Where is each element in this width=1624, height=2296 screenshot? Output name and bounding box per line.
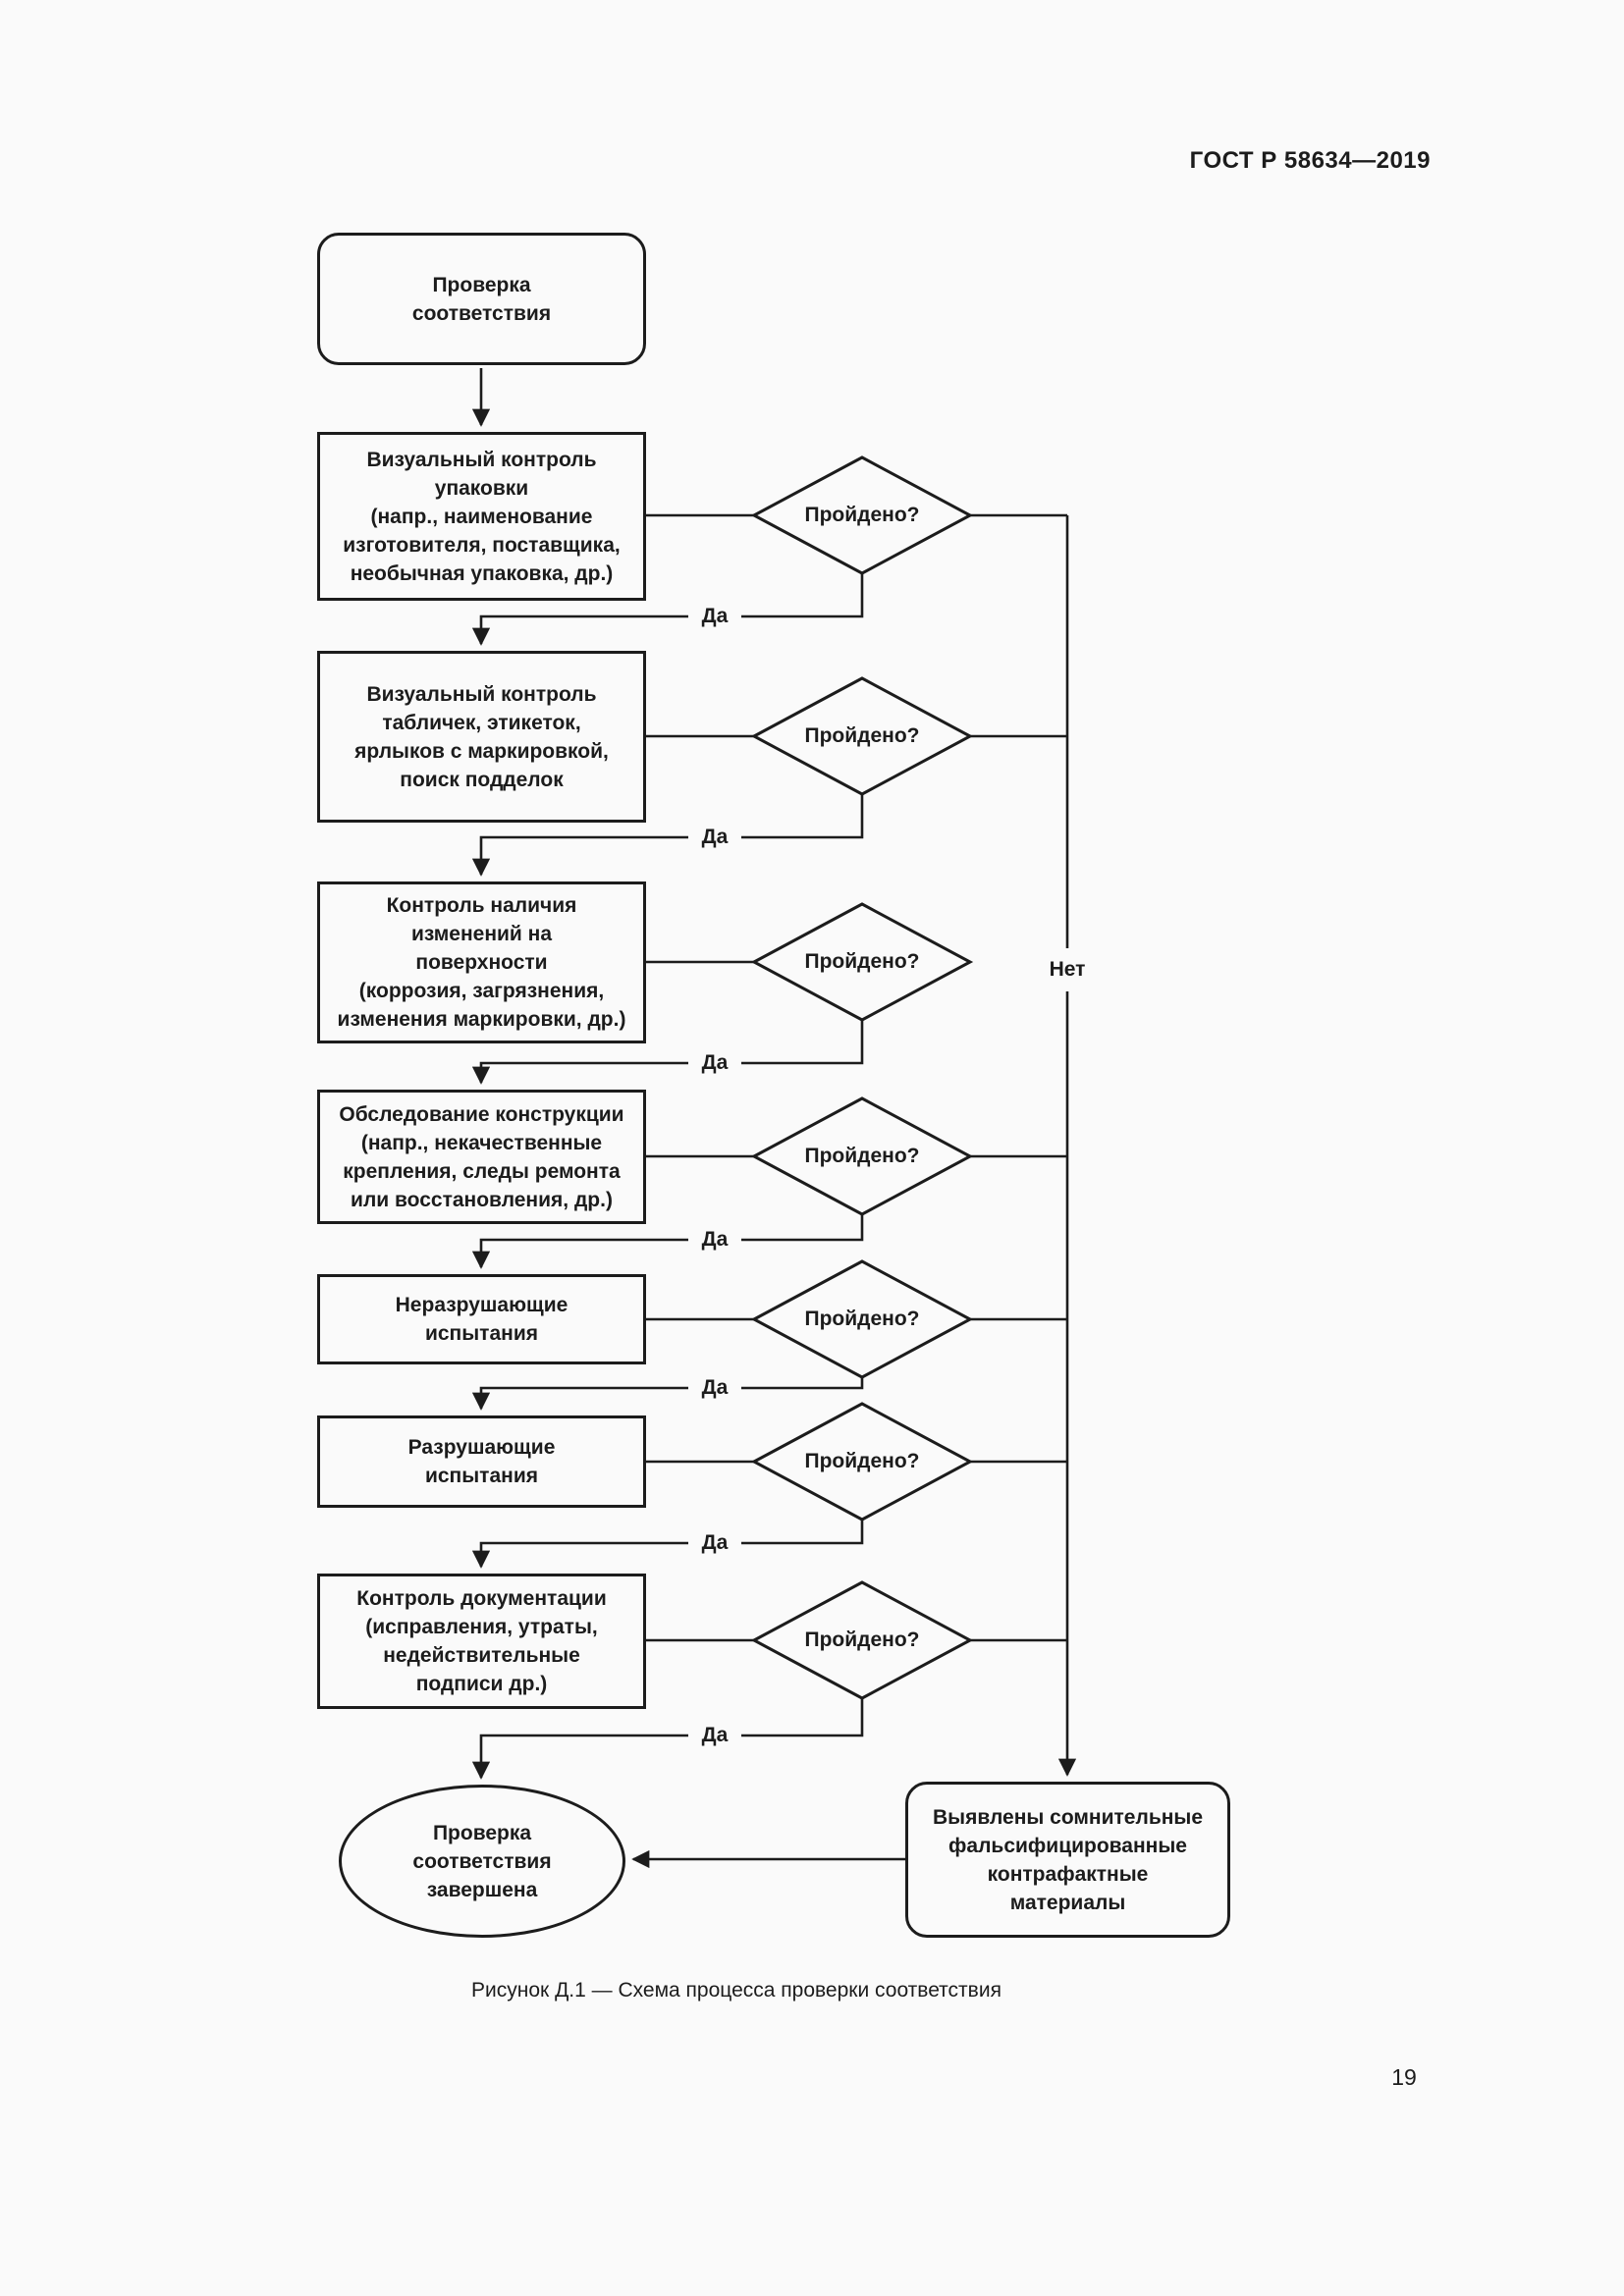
step-box-3: Контроль наличия изменений на поверхност… <box>317 881 646 1043</box>
page-number: 19 <box>1391 2064 1417 2090</box>
step-box-5: Неразрушающие испытания <box>317 1274 646 1364</box>
step-box-6: Разрушающие испытания <box>317 1415 646 1508</box>
decision-diamond-3 <box>750 902 974 1022</box>
yes-label-6: Да <box>688 1528 741 1558</box>
decision3-yes-line <box>471 1020 864 1085</box>
decision-label-7: Пройдено? <box>804 1629 920 1651</box>
yes-label-2: Да <box>688 823 741 852</box>
decision-label-2: Пройдено? <box>804 724 920 747</box>
yes-label-1: Да <box>688 602 741 631</box>
decision5-yes-line <box>471 1377 864 1411</box>
decision-label-5: Пройдено? <box>804 1308 920 1330</box>
decision-label-4: Пройдено? <box>804 1145 920 1167</box>
decision-diamond-4 <box>750 1096 974 1216</box>
decision4-yes-line <box>471 1214 864 1269</box>
decision-label-6: Пройдено? <box>804 1450 920 1472</box>
yes-label-4: Да <box>688 1225 741 1255</box>
decision1-yes-line <box>471 573 864 646</box>
decision-diamond-1 <box>750 455 974 575</box>
figure-caption: Рисунок Д.1 — Схема процесса проверки со… <box>471 1979 1001 2002</box>
start-node: Проверка соответствия <box>317 233 646 365</box>
fail-node: Выявлены сомнительные фальсифицированные… <box>905 1782 1230 1938</box>
step-box-7: Контроль документации (исправления, утра… <box>317 1574 646 1709</box>
end-node: Проверка соответствия завершена <box>339 1785 625 1938</box>
decision-label-3: Пройдено? <box>804 950 920 973</box>
decision7-yes-line <box>471 1698 864 1780</box>
decision2-yes-line <box>471 794 864 877</box>
decision-diamond-2 <box>750 676 974 796</box>
doc-header: ГОСТ Р 58634—2019 <box>1189 147 1431 174</box>
decision-diamond-7 <box>750 1580 974 1700</box>
yes-label-7: Да <box>688 1721 741 1750</box>
decision-label-1: Пройдено? <box>804 504 920 526</box>
step-box-4: Обследование конструкции (напр., некачес… <box>317 1090 646 1224</box>
no-label: Нет <box>1037 948 1098 991</box>
decision-diamond-6 <box>750 1402 974 1522</box>
step-box-2: Визуальный контроль табличек, этикеток, … <box>317 651 646 823</box>
yes-label-3: Да <box>688 1048 741 1078</box>
step-box-1: Визуальный контроль упаковки (напр., наи… <box>317 432 646 601</box>
decision6-yes-line <box>471 1520 864 1569</box>
yes-label-5: Да <box>688 1373 741 1403</box>
decision-diamond-5 <box>750 1259 974 1379</box>
